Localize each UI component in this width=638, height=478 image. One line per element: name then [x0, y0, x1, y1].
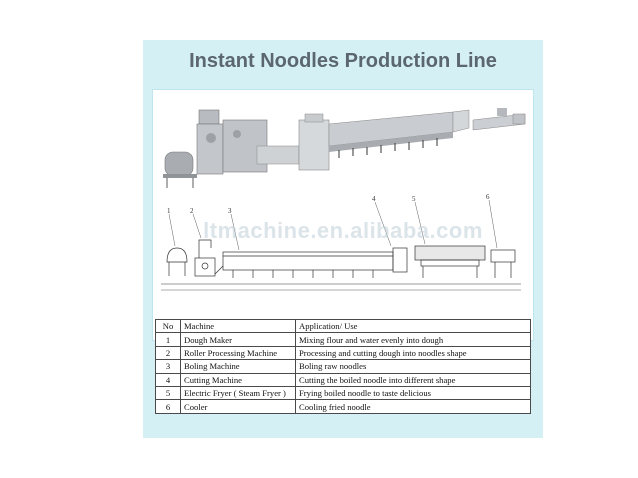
row-use: Mixing flour and water evenly into dough: [295, 332, 531, 347]
row-use: Frying boiled noodle to taste delicious: [295, 385, 531, 401]
table-row: 5 Electric Fryer ( Steam Fryer ) Frying …: [155, 385, 531, 401]
row-machine: Electric Fryer ( Steam Fryer ): [180, 385, 296, 401]
machine-rendering: [163, 108, 526, 188]
production-line-figure: 1 2 3 4 5 6 ltmachine.en.alibaba.com: [152, 89, 534, 341]
machine-table: No Machine Application/ Use 1 Dough Make…: [155, 318, 531, 414]
production-line-illustration: 1 2 3 4 5 6: [161, 108, 526, 291]
slide-title: Instant Noodles Production Line: [189, 50, 497, 72]
table-row: 1 Dough Maker Mixing flour and water eve…: [155, 332, 531, 347]
table-header-row: No Machine Application/ Use: [155, 318, 531, 334]
row-no: 6: [155, 399, 181, 414]
table-row: 4 Cutting Machine Cutting the boiled noo…: [155, 372, 531, 387]
row-no: 5: [155, 385, 181, 401]
watermark: ltmachine.en.alibaba.com: [203, 218, 483, 243]
row-use: Cutting the boiled noodle into different…: [295, 372, 531, 387]
row-no: 4: [155, 372, 181, 387]
schematic-number-labels: 1 2 3 4 5 6: [167, 193, 490, 215]
row-machine: Roller Processing Machine: [180, 345, 296, 361]
table-row: 2 Roller Processing Machine Processing a…: [155, 345, 531, 361]
row-no: 3: [155, 359, 181, 374]
header-no: No: [155, 318, 181, 334]
row-use: Boling raw noodles: [295, 359, 531, 374]
label-1: 1: [167, 207, 171, 215]
label-4: 4: [372, 195, 376, 203]
label-2: 2: [190, 207, 194, 215]
schematic-drawing: [161, 199, 521, 291]
label-5: 5: [412, 195, 416, 203]
slide: Instant Noodles Production Line: [143, 40, 543, 438]
label-6: 6: [486, 193, 490, 201]
table-row: 6 Cooler Cooling fried noodle: [155, 399, 531, 414]
row-machine: Cooler: [180, 399, 296, 414]
table-row: 3 Boling Machine Boling raw noodles: [155, 359, 531, 374]
row-machine: Dough Maker: [180, 332, 296, 347]
row-machine: Cutting Machine: [180, 372, 296, 387]
header-machine: Machine: [180, 318, 296, 334]
row-use: Cooling fried noodle: [295, 399, 531, 414]
machine-table-container: No Machine Application/ Use 1 Dough Make…: [155, 318, 531, 414]
label-3: 3: [228, 207, 232, 215]
row-no: 2: [155, 345, 181, 361]
row-use: Processing and cutting dough into noodle…: [295, 345, 531, 361]
header-use: Application/ Use: [295, 318, 531, 334]
row-machine: Boling Machine: [180, 359, 296, 374]
row-no: 1: [155, 332, 181, 347]
